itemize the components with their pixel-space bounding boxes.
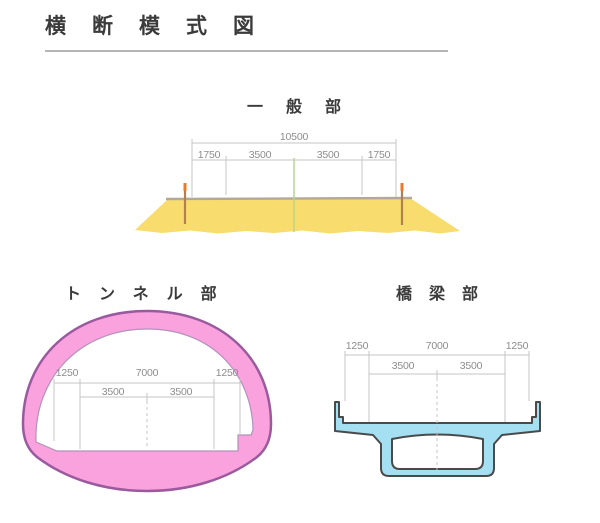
dim-bridge-lane-left: 3500 [391, 360, 415, 372]
dim-tunnel-lane-right: 3500 [169, 386, 193, 398]
general-section-drawing [135, 139, 460, 234]
tunnel-section-drawing [21, 309, 273, 493]
dim-general-lane-right: 3500 [316, 149, 340, 161]
title-underline [45, 50, 448, 52]
bridge-dimension-lines [344, 351, 530, 422]
embankment-top-edge [165, 196, 413, 201]
dim-tunnel-lane-left: 3500 [101, 386, 125, 398]
dim-bridge-shoulder-right: 1250 [505, 340, 529, 352]
dim-tunnel-roadway: 7000 [135, 367, 159, 379]
general-section-title: 一般部 [247, 99, 365, 116]
bridge-section-title: 橋梁部 [396, 286, 496, 303]
dim-tunnel-shoulder-right: 1250 [215, 367, 239, 379]
dim-general-total: 10500 [279, 131, 309, 143]
dim-bridge-shoulder-left: 1250 [345, 340, 369, 352]
dim-general-shoulder-right: 1750 [367, 149, 391, 161]
embankment-shape [135, 198, 460, 234]
tunnel-section-title: トンネル部 [65, 286, 235, 303]
dim-bridge-roadway: 7000 [425, 340, 449, 352]
dim-general-lane-left: 3500 [248, 149, 272, 161]
tunnel-interior [35, 328, 254, 452]
tunnel-dimension-lines [53, 379, 241, 449]
dim-general-shoulder-left: 1750 [197, 149, 221, 161]
page-title: 横断模式図 [45, 15, 280, 38]
dim-bridge-lane-right: 3500 [459, 360, 483, 372]
bridge-section-drawing [334, 351, 541, 477]
dim-tunnel-shoulder-left: 1250 [55, 367, 79, 379]
